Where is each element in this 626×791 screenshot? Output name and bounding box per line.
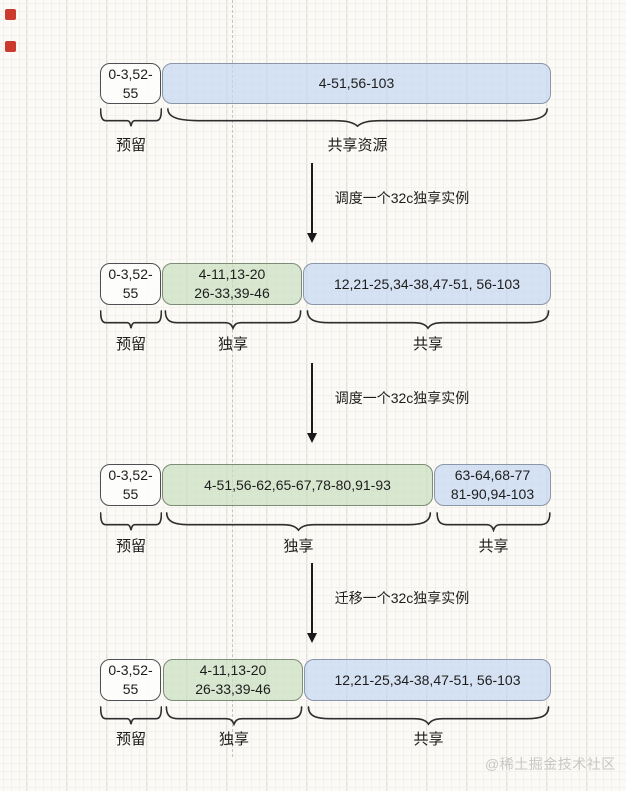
down-arrow-head-icon [307,633,317,643]
box-reserved-cores: 0-3,52-55 [100,263,161,305]
brace-label-reserved: 预留 [115,538,146,555]
down-arrow-icon [311,163,313,233]
box-shared-cores: 63-64,68-77 81-90,94-103 [434,464,551,506]
brace-label-reserved: 预留 [115,137,146,154]
underbrace-icon [306,706,551,726]
box-reserved-cores: 0-3,52-55 [100,464,161,506]
box-shared-cores: 12,21-25,34-38,47-51, 56-103 [303,263,551,305]
box-shared-cores: 4-51,56-103 [162,63,551,104]
underbrace-icon [100,706,162,726]
down-arrow-head-icon [307,433,317,443]
brace-label-exclusive: 独享 [217,336,248,353]
box-exclusive-cores: 4-11,13-20 26-33,39-46 [163,659,303,701]
brace-label-exclusive: 独享 [283,538,314,555]
brace-label-exclusive: 独享 [218,731,249,748]
box-shared-cores: 12,21-25,34-38,47-51, 56-103 [304,659,551,701]
underbrace-icon [436,512,551,532]
down-arrow-head-icon [307,233,317,243]
red-marker-icon [5,41,16,52]
underbrace-icon [100,310,162,330]
brace-label-reserved: 预留 [115,731,146,748]
underbrace-icon [165,706,303,726]
box-exclusive-cores: 4-51,56-62,65-67,78-80,91-93 [162,464,433,506]
brace-label-shared-resources: 共享资源 [327,137,388,154]
brace-label-reserved: 预留 [115,336,146,353]
arrow-label-schedule: 调度一个32c独享实例 [334,390,470,406]
brace-label-shared: 共享 [478,538,509,555]
underbrace-icon [100,512,162,532]
down-arrow-icon [311,363,313,433]
red-marker-icon [5,9,16,20]
box-reserved-cores: 0-3,52-55 [100,63,161,104]
underbrace-icon [100,108,162,128]
brace-label-shared: 共享 [413,731,444,748]
underbrace-icon [164,108,551,128]
watermark-text: @稀土掘金技术社区 [485,756,616,772]
box-reserved-cores: 0-3,52-55 [100,659,161,701]
down-arrow-icon [311,563,313,633]
underbrace-icon [164,310,302,330]
dashed-guideline [232,0,233,757]
arrow-label-schedule: 调度一个32c独享实例 [334,190,470,206]
underbrace-icon [164,512,433,532]
brace-label-shared: 共享 [412,336,443,353]
arrow-label-migrate: 迁移一个32c独享实例 [334,590,470,606]
box-exclusive-cores: 4-11,13-20 26-33,39-46 [162,263,302,305]
underbrace-icon [305,310,551,330]
